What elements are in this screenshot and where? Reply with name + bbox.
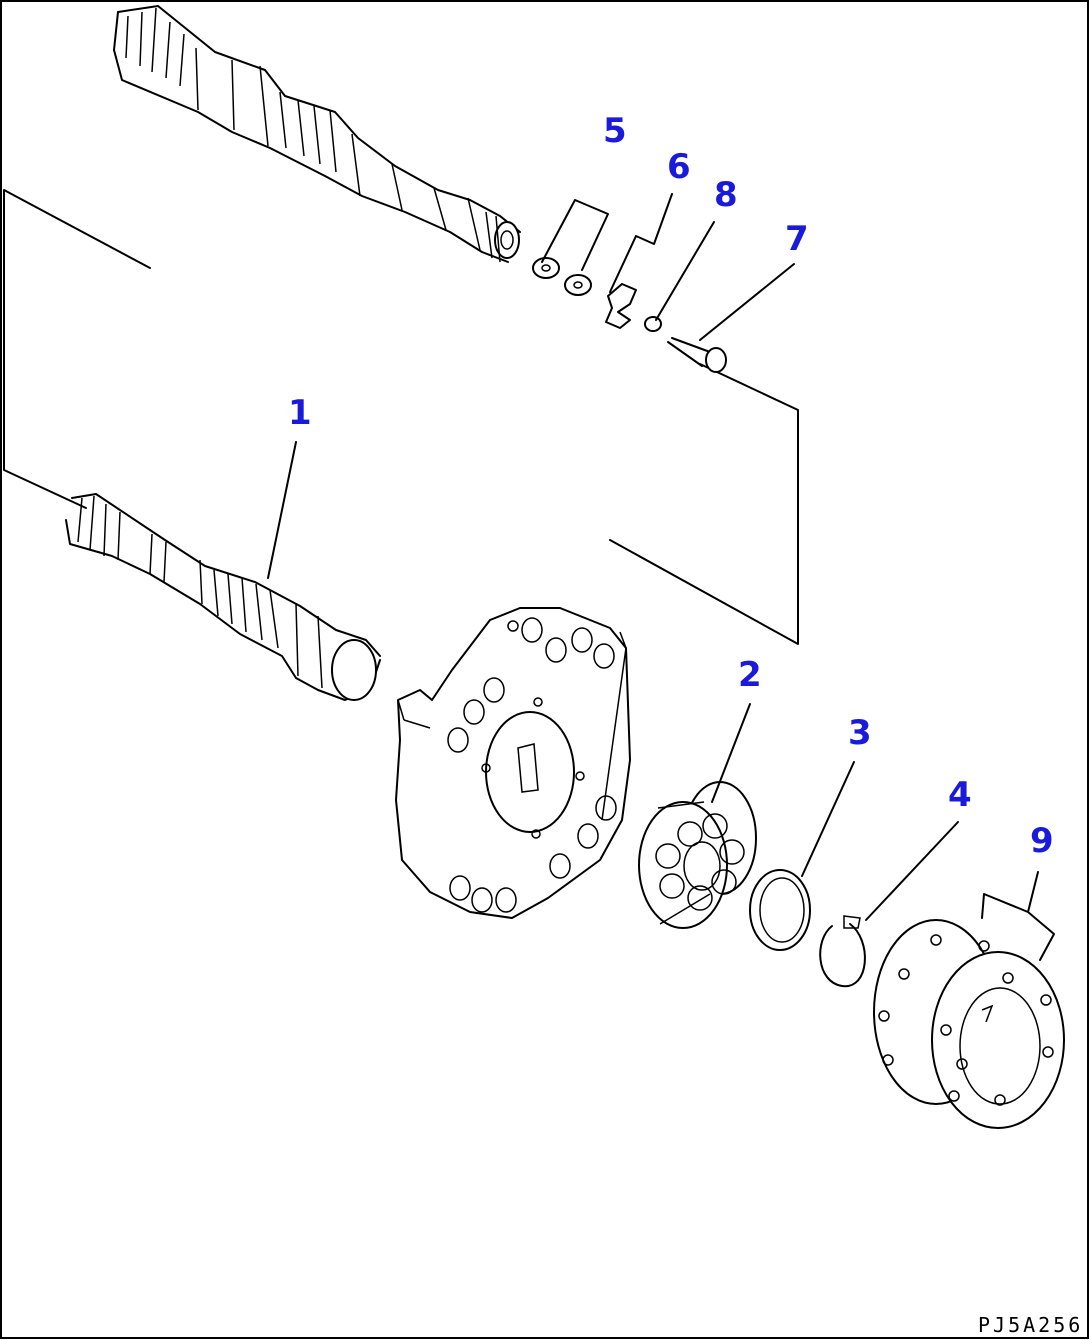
bearing: [638, 781, 757, 929]
guide-line-left: [3, 189, 151, 509]
callout-6: 6: [667, 147, 691, 187]
main-shaft: [65, 493, 381, 701]
callout-2: 2: [738, 655, 762, 695]
callout-4: 4: [948, 775, 972, 815]
callout-7: 7: [785, 219, 809, 259]
guide-line-right: [609, 363, 799, 645]
leader-lines: [267, 193, 1055, 961]
small-parts: [532, 257, 727, 373]
drawing-code: PJ5A256: [978, 1313, 1083, 1337]
callout-1: 1: [288, 393, 312, 433]
callout-5: 5: [603, 111, 627, 151]
callout-8: 8: [714, 175, 738, 215]
snap-ring: [819, 923, 866, 988]
cover-plate: [873, 919, 1065, 1129]
spacer-ring: [749, 869, 811, 951]
callout-9: 9: [1030, 821, 1054, 861]
upper-shaft: [113, 5, 521, 263]
housing-flange: [395, 607, 631, 919]
callout-3: 3: [848, 713, 872, 753]
